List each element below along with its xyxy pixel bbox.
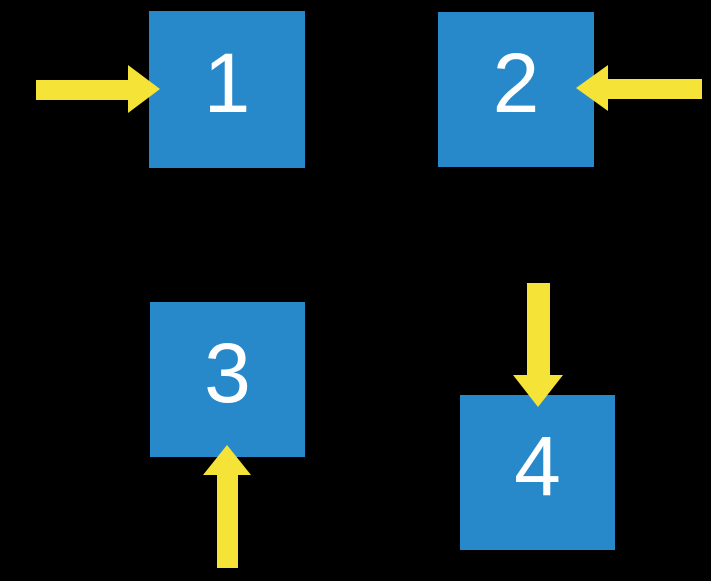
- arrow-head-icon: [576, 65, 608, 111]
- arrow-head-icon: [128, 65, 160, 113]
- arrow-shaft: [36, 79, 128, 100]
- box-2-label: 2: [492, 35, 540, 130]
- box-4-label: 4: [514, 418, 561, 513]
- arrow-up-into-box-3-icon: [203, 445, 252, 568]
- box-1: 1: [149, 11, 305, 168]
- box-2: 2: [438, 12, 594, 167]
- arrow-right-into-box-1-icon: [36, 65, 160, 114]
- box-1-label: 1: [203, 35, 251, 130]
- arrow-shaft: [217, 475, 238, 568]
- arrow-head-icon: [203, 445, 251, 475]
- arrow-shaft: [608, 78, 702, 99]
- arrow-head-icon: [513, 375, 563, 407]
- arrow-down-into-box-4-icon: [513, 283, 563, 407]
- box-3: 3: [150, 302, 305, 457]
- box-4: 4: [460, 395, 615, 550]
- box-3-label: 3: [204, 325, 251, 420]
- arrow-shaft: [526, 283, 550, 375]
- arrow-left-into-box-2-icon: [576, 65, 702, 112]
